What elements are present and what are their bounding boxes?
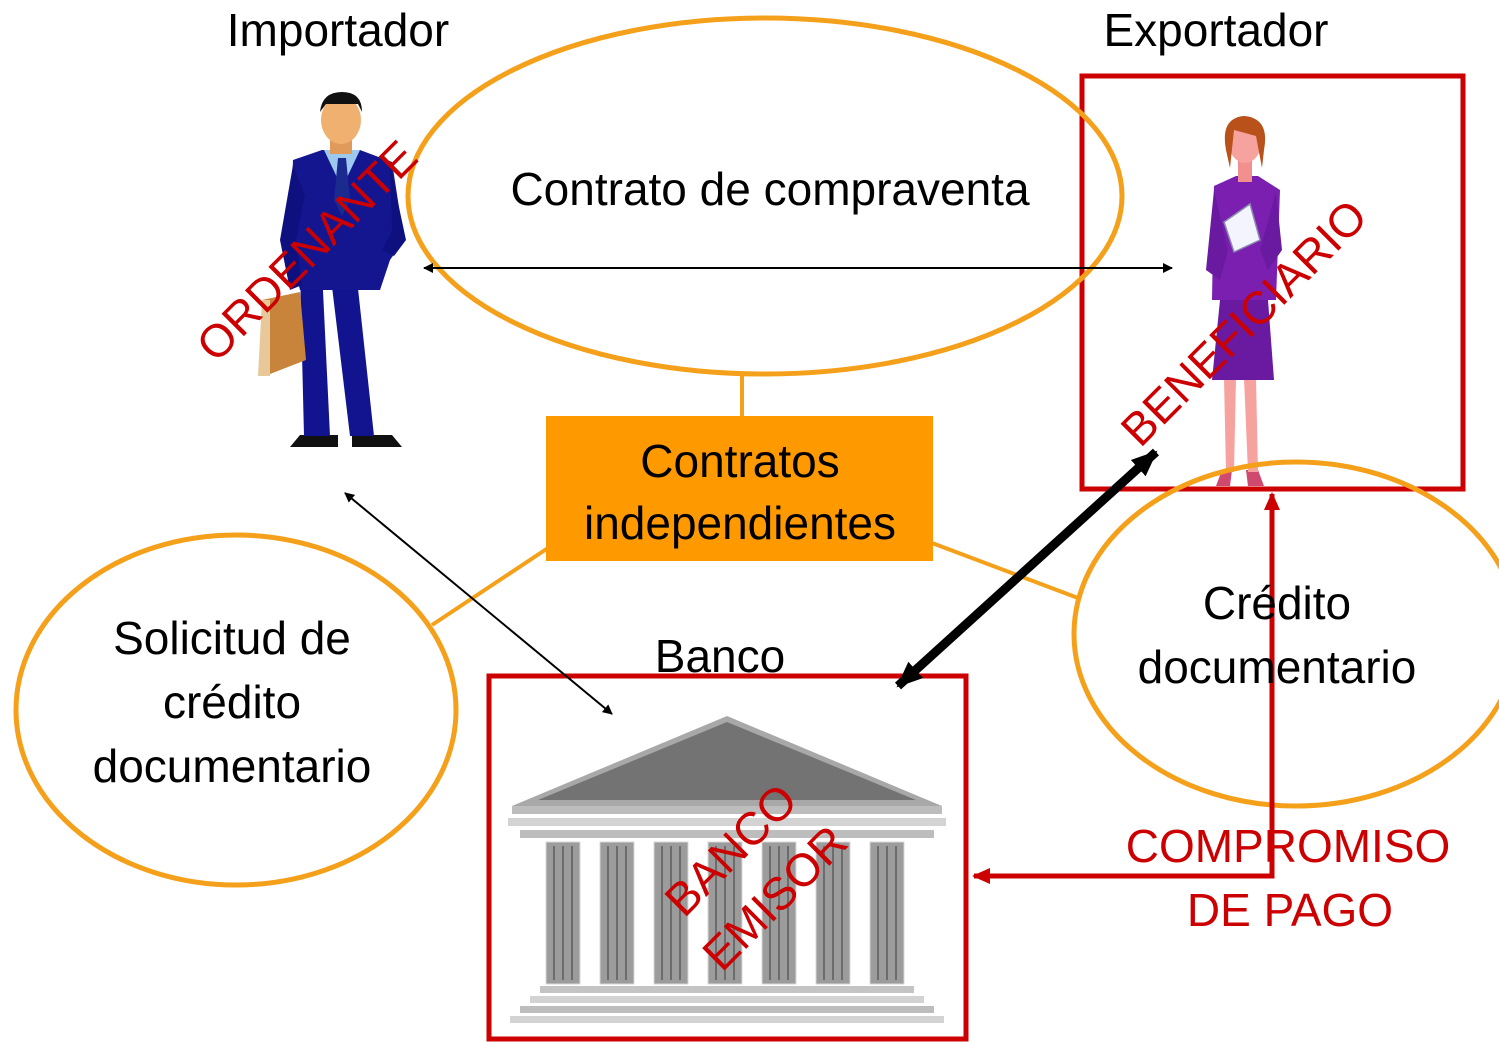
sales-contract-ellipse — [405, 15, 1125, 377]
credit-application-line-2: crédito — [163, 676, 301, 728]
importer-label: Importador — [227, 4, 449, 56]
credit-application-line-3: documentario — [93, 740, 372, 792]
sales-contract-label: Contrato de compraventa — [510, 163, 1029, 215]
bank-building-icon — [508, 716, 946, 1023]
importer-person-icon — [258, 92, 406, 447]
exporter-frame — [1079, 73, 1466, 492]
credit-application-line-1: Solicitud de — [113, 612, 351, 664]
payment-commitment-line-1: COMPROMISO — [1126, 820, 1451, 872]
independent-contracts-line-1: Contratos — [640, 435, 839, 487]
payment-commitment-line-2: DE PAGO — [1187, 884, 1393, 936]
independent-contracts-line-2: independientes — [584, 497, 896, 549]
payment-commitment-arrow-line — [972, 800, 1275, 884]
arrow-bank-exporter — [894, 448, 1160, 690]
exporter-label: Exportador — [1103, 4, 1328, 56]
documentary-credit-ellipse — [1071, 459, 1499, 809]
bank-frame — [486, 673, 969, 1042]
arrow-importer-bank — [344, 492, 613, 715]
documentary-credit-line-2: documentario — [1138, 641, 1417, 693]
independent-contracts-box — [546, 416, 933, 561]
exporter-person-icon — [1206, 116, 1282, 486]
bank-label: Banco — [655, 630, 785, 682]
documentary-credit-line-1: Crédito — [1203, 577, 1351, 629]
